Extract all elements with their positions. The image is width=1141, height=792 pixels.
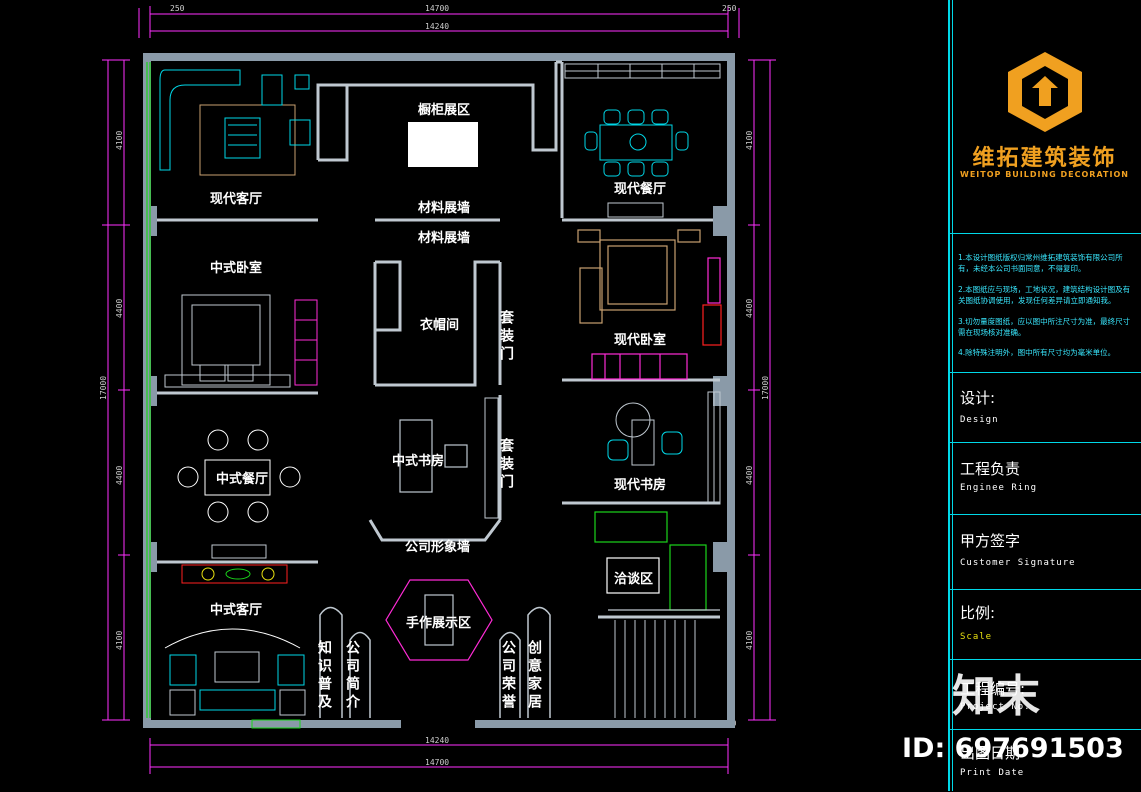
dim-right-4100b: 4100	[745, 631, 754, 650]
label-chinese-bedroom: 中式卧室	[210, 260, 262, 276]
interior-walls	[157, 60, 720, 619]
title-block-border-left	[948, 0, 950, 791]
engineer-label-en: Enginee Ring	[960, 483, 1038, 493]
label-chinese-study: 中式书房	[392, 453, 444, 469]
dim-left-offset: 250	[170, 4, 185, 13]
label-modern-living: 现代客厅	[210, 191, 262, 207]
brand-name-cn: 维拓建筑装饰	[972, 146, 1117, 171]
dim-right-4400b: 4400	[745, 466, 754, 485]
modern-study-furniture	[607, 402, 683, 466]
label-company-honor: 公司荣誉	[500, 640, 517, 712]
chinese-living-furniture	[164, 628, 306, 729]
dimension-lines	[102, 6, 776, 774]
label-material-wall-2: 材料展墙	[418, 230, 470, 246]
dimension-texts: 250 14700 250 14240 250 250 14240 14700 …	[99, 4, 770, 767]
dim-bottom-inner: 14240	[425, 736, 449, 745]
floor-plan: 250 14700 250 14240 250 250 14240 14700 …	[99, 4, 776, 774]
modern-dining-furniture	[584, 109, 689, 218]
scale-label-en: Scale	[960, 632, 993, 642]
engineer-cell: 工程负责 Enginee Ring	[948, 442, 1141, 515]
dim-top-inner: 14240	[425, 22, 449, 31]
note-1: 1.本设计图纸版权归常州维拓建筑装饰有限公司所有，未经本公司书面同意，不得复印。	[958, 253, 1123, 273]
label-handmade-display: 手作展示区	[406, 615, 471, 631]
label-wardrobe: 衣帽间	[420, 317, 459, 333]
label-set-door-2: 套装门	[498, 437, 515, 492]
label-creative-home: 创意家居	[526, 639, 543, 712]
dim-right-4100a: 4100	[745, 131, 754, 150]
scale-label-cn: 比例:	[960, 604, 996, 622]
label-modern-dining: 现代餐厅	[614, 181, 666, 197]
dim-right-offset: 250	[722, 4, 737, 13]
dim-right-total: 17000	[761, 376, 770, 400]
date-label-en: Print Date	[960, 768, 1025, 778]
handmade-display-furniture	[385, 579, 493, 661]
label-modern-bedroom: 现代卧室	[614, 332, 666, 348]
label-chinese-living: 中式客厅	[210, 602, 262, 618]
date-label-cn: 出图日期	[960, 744, 1021, 762]
dim-left-4100a: 4100	[115, 131, 124, 150]
chinese-study-furniture	[399, 419, 468, 493]
modern-bedroom-furniture	[577, 229, 722, 380]
label-modern-study: 现代书房	[614, 477, 666, 493]
display-panels	[319, 606, 551, 718]
note-2: 2.本图纸应与现场，工地状况，建筑结构设计图及有关图纸协调使用，发现任何差异请立…	[958, 285, 1131, 305]
label-cabinet-area: 橱柜展区	[418, 102, 470, 118]
dim-bottom-total: 14700	[425, 758, 449, 767]
date-cell: 出图日期 Print Date	[948, 729, 1141, 792]
scale-cell: 比例: Scale	[948, 589, 1141, 660]
watermark-logo: 知末	[952, 671, 1040, 722]
customer-cell: 甲方签字 Customer Signature	[948, 514, 1141, 590]
glazing-left	[146, 62, 151, 718]
project-cell: 工程编号: Project No.	[948, 659, 1141, 730]
design-label-cn: 设计:	[960, 389, 996, 407]
notes-divider	[948, 233, 1141, 234]
label-material-wall-1: 材料展墙	[418, 200, 470, 216]
label-negotiation: 洽谈区	[614, 571, 653, 587]
chinese-dining-furniture	[177, 429, 301, 584]
cabinet-display-table	[408, 122, 478, 167]
label-company-intro: 公司简介	[344, 640, 361, 712]
dim-top-total: 14700	[425, 4, 449, 13]
dim-left-4400b: 4400	[115, 466, 124, 485]
watermark-id: ID: 697691503	[902, 733, 1124, 764]
label-knowledge: 知识普及	[316, 639, 332, 712]
stairs	[614, 620, 696, 718]
dim-left-total: 17000	[99, 376, 108, 400]
note-3: 3.切勿量度图纸，应以图中所注尺寸为准，最终尺寸需在现场核对准确。	[958, 317, 1131, 337]
engineer-label-cn: 工程负责	[960, 460, 1021, 478]
title-block: 维拓建筑装饰 WEITOP BUILDING DECORATION 1.本设计图…	[948, 0, 1141, 791]
label-set-door-1: 套装门	[498, 309, 515, 364]
window-strip	[484, 63, 721, 519]
dim-left-4400a: 4400	[115, 299, 124, 318]
note-4: 4.除特殊注明外，图中所有尺寸均为毫米单位。	[958, 348, 1116, 357]
dim-right-4400a: 4400	[745, 299, 754, 318]
label-chinese-dining: 中式餐厅	[216, 471, 268, 487]
brand-name-en: WEITOP BUILDING DECORATION	[960, 170, 1129, 179]
project-label-cn: 工程编号:	[960, 680, 1026, 698]
customer-label-cn: 甲方签字	[960, 532, 1021, 550]
design-cell: 设计: Design	[948, 372, 1141, 443]
brand-logo-icon	[1008, 52, 1082, 132]
chinese-bedroom-furniture	[164, 294, 318, 388]
dim-left-4100b: 4100	[115, 631, 124, 650]
modern-living-furniture	[159, 69, 311, 176]
customer-label-en: Customer Signature	[960, 558, 1076, 568]
label-company-image-wall: 公司形象墙	[405, 539, 470, 555]
project-label-en: Project No.	[960, 702, 1031, 712]
title-block-border-inner	[952, 0, 953, 791]
design-label-en: Design	[960, 415, 999, 425]
negotiation-furniture	[594, 511, 720, 611]
room-labels: 现代客厅 橱柜展区 现代餐厅 材料展墙 材料展墙 中式卧室 衣帽间 现代卧室 中…	[210, 102, 666, 712]
